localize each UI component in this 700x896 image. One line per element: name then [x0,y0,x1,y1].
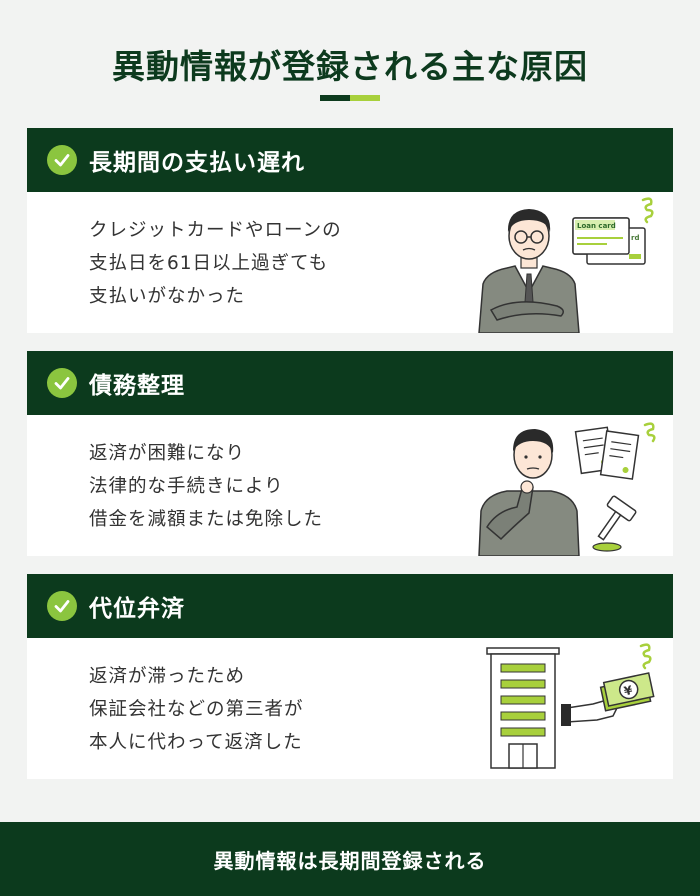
section-body: クレジットカードやローンの 支払日を61日以上過ぎても 支払いがなかった rd [27,192,673,333]
section-description: 返済が滞ったため 保証会社などの第三者が 本人に代わって返済した [89,666,304,753]
section-title: 債務整理 [89,373,185,399]
section-subrogation: 代位弁済 返済が滞ったため 保証会社などの第三者が 本人に代わって返済した [27,574,673,779]
section-title: 代位弁済 [89,596,185,622]
title-underline [320,95,380,101]
page-title: 異動情報が登録される主な原因 [112,47,588,86]
section-title: 長期間の支払い遅れ [89,150,305,176]
footer-banner: 異動情報は長期間登録される [0,822,700,896]
worried-man-loan-card-illustration: rd Loan card [478,197,654,333]
building-money-hand-illustration: ¥ [486,643,655,769]
section-header: 代位弁済 [27,574,673,638]
section-header: 長期間の支払い遅れ [27,128,673,192]
svg-text:¥: ¥ [623,683,635,699]
section-body: 返済が滞ったため 保証会社などの第三者が 本人に代わって返済した ¥ [27,638,673,779]
section-header: 債務整理 [27,351,673,415]
svg-text:Loan card: Loan card [577,222,616,230]
svg-text:rd: rd [631,234,639,242]
thinking-man-legal-documents-illustration [478,422,656,556]
check-icon [47,591,77,621]
section-late-payment: 長期間の支払い遅れ クレジットカードやローンの 支払日を61日以上過ぎても 支払… [27,128,673,333]
section-description: 返済が困難になり 法律的な手続きにより 借金を減額または免除した [89,443,324,530]
check-icon [47,368,77,398]
section-description: クレジットカードやローンの 支払日を61日以上過ぎても 支払いがなかった [89,220,342,307]
section-body: 返済が困難になり 法律的な手続きにより 借金を減額または免除した [27,415,673,556]
footer-text: 異動情報は長期間登録される [213,848,487,873]
check-icon [47,145,77,175]
section-debt-restructuring: 債務整理 返済が困難になり 法律的な手続きにより 借金を減額または免除した [27,351,673,556]
